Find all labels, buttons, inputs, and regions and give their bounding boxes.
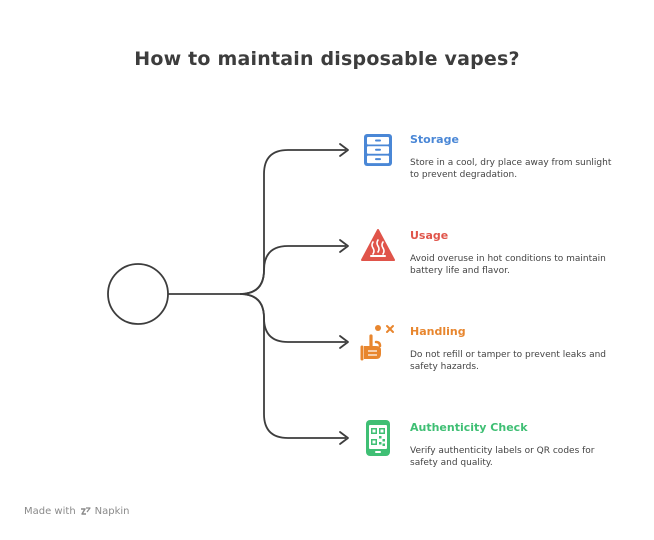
authenticity-check-title: Authenticity Check	[410, 421, 528, 434]
branch-storage	[239, 149, 346, 295]
handling-description: Do not refill or tamper to prevent leaks…	[410, 350, 607, 372]
footer-prefix: Made with	[24, 506, 76, 517]
diagram-title: How to maintain disposable vapes?	[134, 48, 520, 70]
branch-authenticity	[239, 293, 346, 439]
hand-pointing-icon	[358, 322, 394, 361]
footer-brand: Napkin	[94, 506, 130, 517]
file-cabinet-icon	[360, 132, 396, 168]
branch-usage	[239, 245, 346, 295]
napkin-logo-icon	[80, 506, 91, 517]
authenticity-check-description: Verify authenticity labels or QR codes f…	[410, 446, 595, 468]
hub-circle	[107, 263, 169, 325]
arrowhead-handling	[339, 335, 349, 349]
arrowhead-authenticity	[339, 431, 349, 445]
arrowhead-usage	[339, 239, 349, 253]
usage-title: Usage	[410, 229, 449, 242]
usage-description: Avoid overuse in hot conditions to maint…	[410, 254, 606, 276]
arrowhead-storage	[339, 143, 349, 157]
footer-attribution: Made with Napkin	[24, 506, 130, 517]
storage-description: Store in a cool, dry place away from sun…	[410, 158, 612, 180]
phone-qr-code-icon	[362, 419, 398, 456]
hot-surface-warning-icon	[360, 227, 396, 263]
storage-title: Storage	[410, 133, 459, 146]
handling-title: Handling	[410, 325, 466, 338]
branch-handling	[239, 293, 346, 343]
